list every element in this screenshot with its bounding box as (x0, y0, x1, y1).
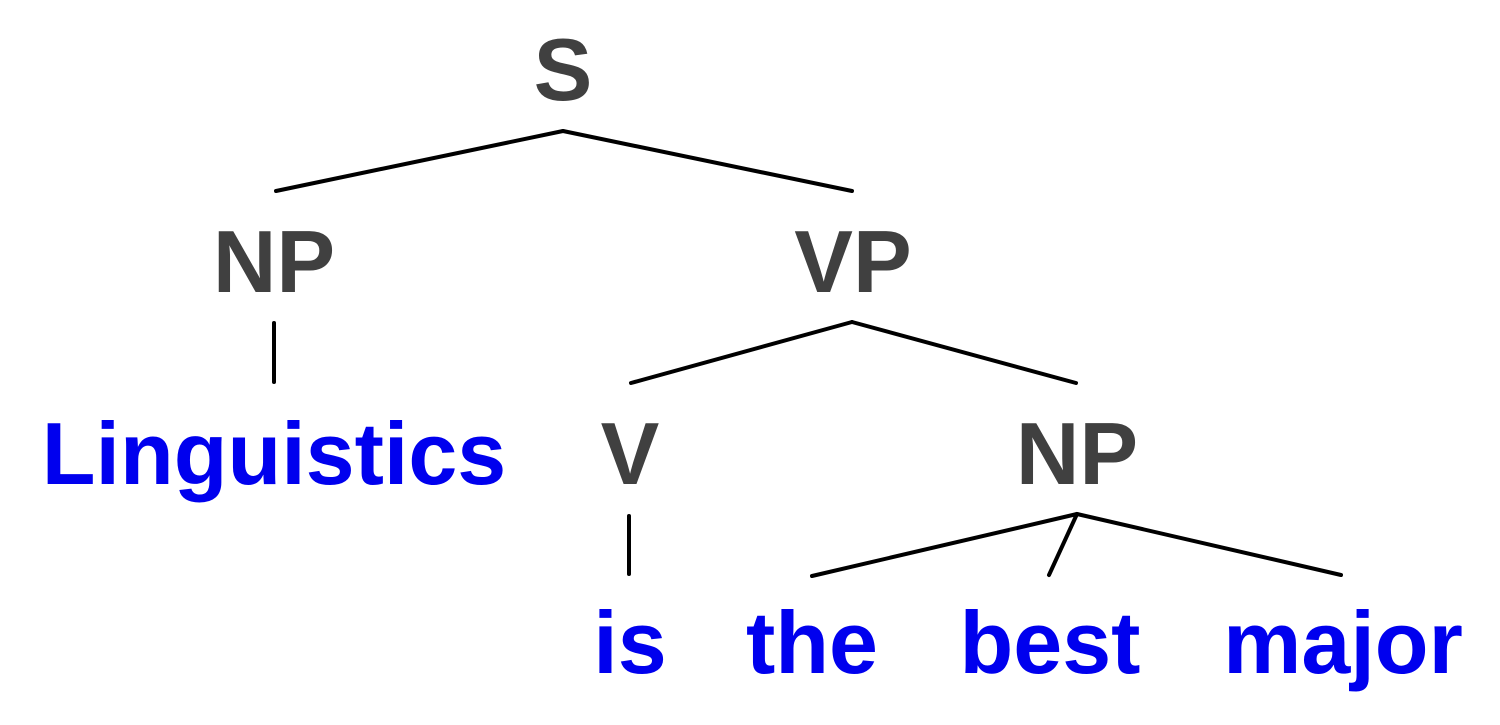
edge-vp-to-np (850, 320, 1078, 385)
node-np-subject: NP (213, 212, 335, 311)
node-vp: VP (794, 212, 911, 311)
node-v: V (601, 404, 660, 503)
edge-s-to-vp (561, 129, 854, 193)
edge-np-to-major (1075, 512, 1343, 577)
node-s: S (534, 20, 593, 119)
leaf-is: is (593, 593, 666, 692)
edge-np-to-best (1047, 512, 1079, 577)
leaf-best: best (960, 593, 1141, 692)
node-np-object: NP (1016, 404, 1138, 503)
edge-s-to-np (274, 129, 565, 193)
leaf-linguistics: Linguistics (42, 404, 507, 503)
leaf-the: the (746, 593, 878, 692)
leaf-major: major (1223, 593, 1463, 692)
edge-np-to-the (810, 512, 1079, 578)
edge-vp-to-v (629, 320, 854, 385)
